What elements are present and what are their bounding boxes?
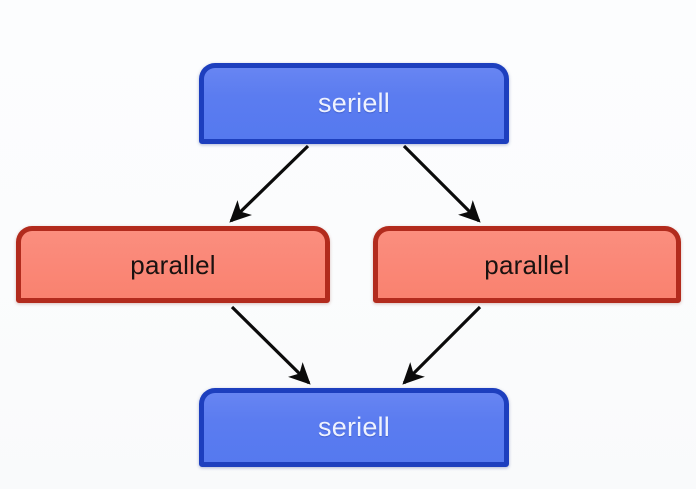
node-serial-bottom-label: seriell [318,412,390,442]
node-parallel-left[interactable]: parallel [16,226,330,303]
node-serial-top[interactable]: seriell [199,63,509,144]
arrow-serial-top-to-parallel-left [229,144,310,223]
arrow-serial-top-to-parallel-right [402,144,481,223]
arrow-parallel-right-to-serial-bottom [402,305,482,385]
arrow-parallel-left-to-serial-bottom [230,305,311,385]
node-parallel-right[interactable]: parallel [373,226,681,303]
node-parallel-left-label: parallel [130,249,216,280]
node-serial-top-label: seriell [318,88,390,118]
node-serial-bottom[interactable]: seriell [199,388,509,467]
node-parallel-right-label: parallel [484,249,570,280]
